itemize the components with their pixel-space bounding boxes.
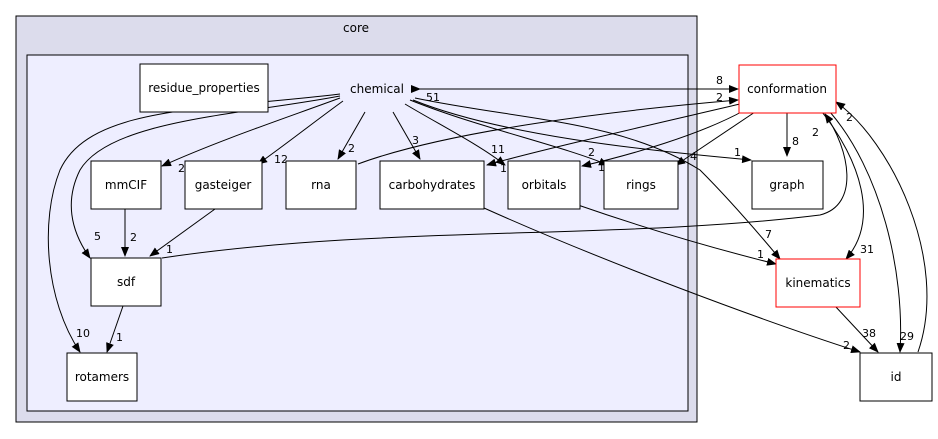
node-carbohydrates[interactable]: carbohydrates: [379, 160, 485, 210]
cluster-core-label: core: [343, 21, 369, 35]
edge-label-sdf-rotamers: 1: [116, 331, 123, 344]
node-residue-properties[interactable]: residue_properties: [139, 63, 269, 113]
edge-label-chemical-gasteiger: 12: [274, 153, 288, 166]
edge-label-gasteiger-sdf: 1: [166, 243, 173, 256]
edge-label-chemical-orbitals: 11: [491, 143, 505, 156]
node-rings-label: rings: [626, 178, 656, 192]
node-id[interactable]: id: [859, 352, 933, 402]
node-kinematics-label: kinematics: [785, 276, 850, 290]
edge-chemical-carbohydrates: [392, 111, 421, 160]
node-conformation-label: conformation: [747, 82, 827, 96]
edge-label-conformation-rings: 4: [690, 150, 697, 163]
node-carbohydrates-label: carbohydrates: [389, 178, 476, 192]
node-rotamers[interactable]: rotamers: [66, 352, 138, 402]
edge-chemical-graph: [412, 99, 752, 164]
edge-conformation-kinematics: [821, 111, 864, 260]
edge-chemical-orbitals: [404, 103, 506, 166]
node-graph-label: graph: [769, 178, 804, 192]
edge-label-chemical-conformation: 8: [716, 74, 723, 87]
edge-sdf-conformation: [161, 113, 848, 259]
edge-chemical-rna: [337, 111, 366, 160]
node-kinematics[interactable]: kinematics: [775, 258, 861, 308]
edge-label-chemical-rings: 1: [598, 161, 605, 174]
edge-label-kinematics-id: 38: [862, 327, 876, 340]
node-sdf[interactable]: sdf: [90, 257, 162, 307]
edge-id-conformation: [835, 101, 928, 353]
edge-conformation-orbitals: [581, 109, 746, 168]
node-residue-properties-label: residue_properties: [148, 81, 259, 95]
edge-label-sdf-conformation: 2: [812, 126, 819, 139]
node-id-label: id: [891, 370, 902, 384]
edge-sdf-rotamers: [106, 305, 124, 353]
edge-label-orbitals-kinematics: 1: [757, 248, 764, 261]
edge-kinematics-id: [834, 305, 879, 353]
edge-rna-conformation: [357, 96, 739, 165]
node-gasteiger-label: gasteiger: [195, 178, 252, 192]
edge-conformation-rings: [675, 111, 756, 166]
edge-gasteiger-sdf: [149, 208, 216, 257]
cluster-core-inner: [26, 54, 689, 412]
node-conformation[interactable]: conformation: [738, 64, 837, 114]
edge-label-chemical-rotamers: 10: [76, 327, 90, 340]
edge-chemical-kinematics: [414, 97, 781, 260]
edge-label-chemical-sdf: 5: [94, 230, 101, 243]
edge-label-chemical-rna: 2: [348, 142, 355, 155]
edge-conformation-id: [829, 111, 905, 353]
node-chemical-label: chemical: [350, 82, 404, 96]
edge-chemical-gasteiger: [257, 100, 344, 165]
node-chemical[interactable]: chemical: [350, 82, 404, 96]
node-mmcif-label: mmCIF: [105, 178, 147, 192]
edge-label-mmcif-sdf: 2: [130, 231, 137, 244]
node-rna-label: rna: [311, 178, 331, 192]
edge-label-conformation-kinematics: 31: [860, 243, 874, 256]
edge-label-conformation-orbitals: 2: [588, 146, 595, 159]
edge-label-conformation-carbohydrates: 1: [500, 162, 507, 175]
edge-label-rna-conformation: 2: [716, 91, 723, 104]
node-orbitals[interactable]: orbitals: [507, 160, 581, 210]
edge-label-conformation-graph: 8: [792, 135, 799, 148]
edge-chemical-mmcif: [161, 97, 341, 167]
edge-label-chemical-kinematics: 7: [765, 228, 772, 241]
node-mmcif[interactable]: mmCIF: [90, 160, 162, 210]
edge-orbitals-kinematics: [577, 204, 777, 266]
node-graph[interactable]: graph: [751, 160, 824, 210]
node-sdf-label: sdf: [117, 275, 136, 289]
edge-conformation-carbohydrates: [486, 103, 741, 167]
edge-label-id-conformation: 29: [900, 330, 914, 343]
edges: 8 51 2 12 2 3 11 1 1 7 5 10 2 1 1 2 2: [47, 74, 928, 354]
edge-label-chemical-mmcif: 2: [178, 162, 185, 175]
edge-label-conformation-id: 2: [846, 111, 853, 124]
edge-label-chemical-graph: 1: [734, 146, 741, 159]
node-gasteiger[interactable]: gasteiger: [184, 160, 263, 210]
edge-carbohydrates-id: [483, 207, 861, 354]
node-rings[interactable]: rings: [603, 160, 679, 210]
edge-chemical-rings: [409, 99, 609, 166]
edge-label-carbohydrates-id: 2: [843, 339, 850, 352]
node-orbitals-label: orbitals: [522, 178, 567, 192]
node-rotamers-label: rotamers: [75, 370, 129, 384]
node-rna[interactable]: rna: [285, 160, 357, 210]
edge-label-chemical-carbohydrates: 3: [412, 134, 419, 147]
